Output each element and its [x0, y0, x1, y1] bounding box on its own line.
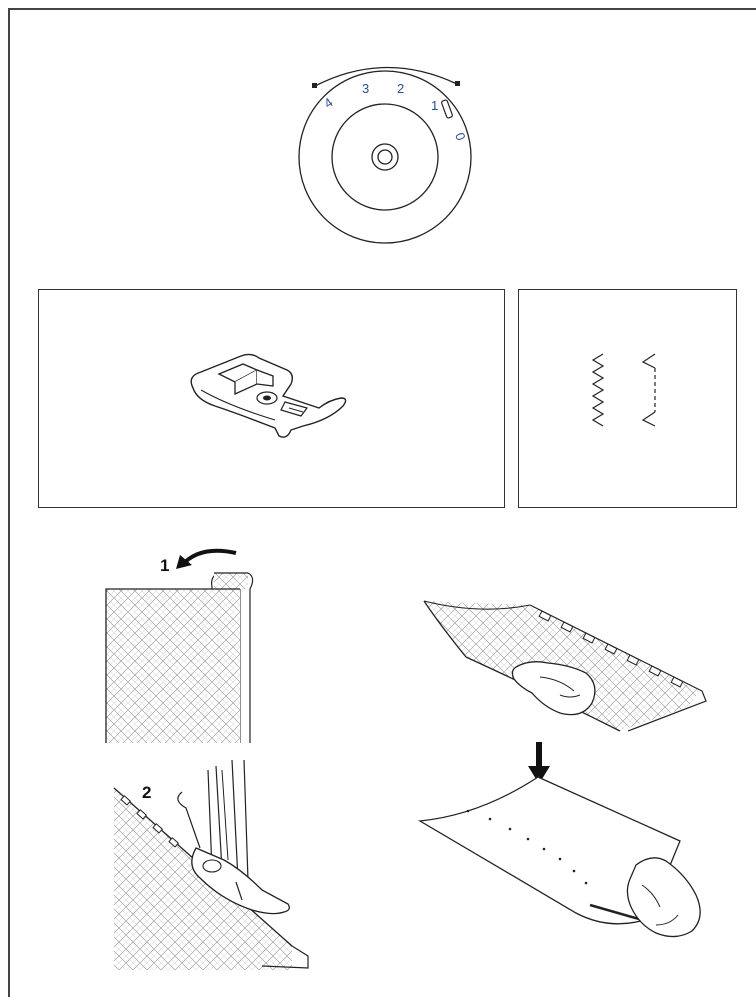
finished-blind-hem-illustration	[417, 776, 701, 938]
dial-hub-outer	[371, 143, 399, 171]
page-frame	[8, 8, 756, 997]
zigzag-stitch-icon	[591, 353, 656, 427]
dial-range-start-marker	[312, 83, 317, 88]
hand-icon	[511, 661, 596, 716]
step1-label: 1	[160, 556, 169, 575]
presser-foot-box	[38, 289, 505, 508]
stitch-pattern-box	[518, 289, 737, 508]
fold-arrow-icon	[180, 548, 237, 567]
step2-sewing-illustration: 2	[113, 760, 309, 970]
step2-label: 2	[142, 783, 151, 802]
stitch-dial-illustration: 4 3 2 1 0	[298, 66, 472, 244]
zigzag-presser-foot-icon	[190, 353, 347, 438]
dial-range-arc	[314, 66, 458, 87]
dial-range-end-marker	[455, 81, 460, 86]
dial-number-3: 3	[362, 81, 369, 96]
hold-fabric-illustration	[423, 600, 707, 732]
dial-outer-ring	[298, 70, 472, 244]
dial-indicator-mark	[441, 99, 453, 119]
dial-inner-ring	[331, 103, 439, 211]
hand-icon	[626, 857, 701, 938]
dial-number-2: 2	[397, 81, 404, 96]
dial-number-0: 0	[452, 131, 469, 143]
dial-hub-inner	[377, 149, 393, 165]
step1-fold-fabric-illustration: 1	[105, 548, 254, 743]
dial-number-1: 1	[431, 98, 438, 113]
dial-number-4: 4	[321, 95, 336, 111]
down-arrow-icon	[528, 742, 550, 784]
